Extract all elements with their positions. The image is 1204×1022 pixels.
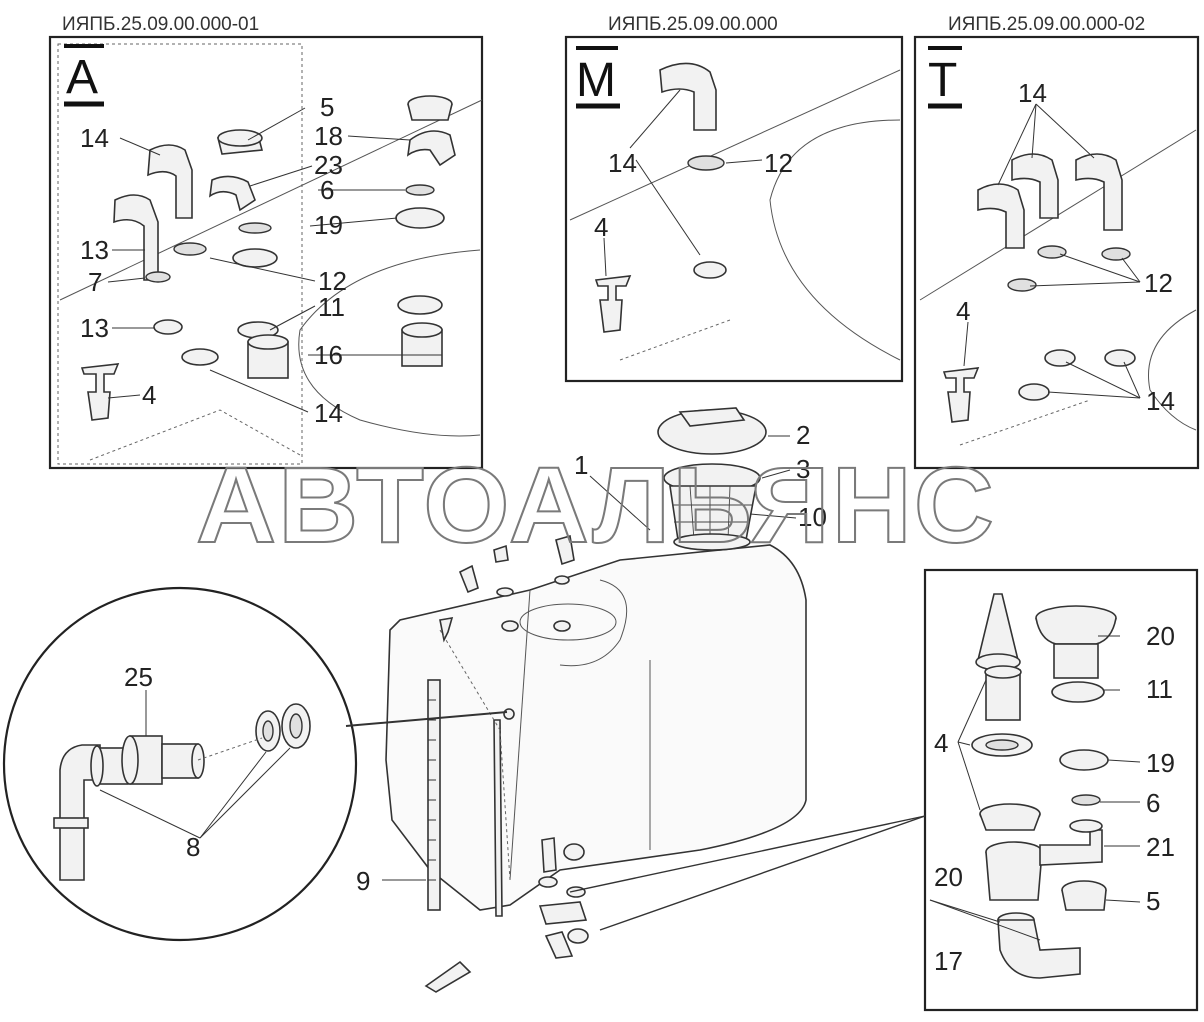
callout-12: 12 — [1144, 268, 1173, 298]
callout-8: 8 — [186, 832, 200, 862]
callout-5: 5 — [320, 92, 334, 122]
callout-12: 12 — [318, 266, 347, 296]
callout-3: 3 — [796, 454, 810, 484]
callout-12: 12 — [764, 148, 793, 178]
drawing-code-t: ИЯПБ.25.09.00.000-02 — [948, 14, 1145, 35]
callout-5: 5 — [1146, 886, 1160, 916]
callout-21: 21 — [1146, 832, 1175, 862]
callout-4: 4 — [934, 728, 948, 758]
watermark-text: АВТОАЛЬЯНС — [196, 444, 996, 565]
detail-panel-drain: 20 11 4 19 6 21 20 5 17 — [569, 568, 1199, 1012]
callout-19: 19 — [314, 210, 343, 240]
circle-detail: 25 8 — [2, 586, 508, 942]
callout-13b: 13 — [80, 313, 109, 343]
callout-6: 6 — [1146, 788, 1160, 818]
callout-1: 1 — [574, 450, 588, 480]
callout-14: 14 — [1018, 78, 1047, 108]
tank-assembly: 1 2 3 10 9 — [356, 407, 827, 993]
callout-11: 11 — [1146, 674, 1173, 704]
view-letter-t: T — [928, 54, 957, 107]
callout-14: 14 — [80, 123, 109, 153]
callout-6: 6 — [320, 175, 334, 205]
detail-panel-a: A — [48, 35, 484, 470]
callout-14b: 14 — [314, 398, 343, 428]
callout-11: 11 — [318, 292, 345, 322]
callout-17: 17 — [934, 946, 963, 976]
drawing-code-a: ИЯПБ.25.09.00.000-01 — [62, 14, 259, 35]
callout-4: 4 — [594, 212, 608, 242]
callout-20b: 20 — [934, 862, 963, 892]
callout-18: 18 — [314, 121, 343, 151]
callout-4: 4 — [956, 296, 970, 326]
callout-16: 16 — [314, 340, 343, 370]
callout-4: 4 — [142, 380, 156, 410]
drawing-code-m: ИЯПБ.25.09.00.000 — [608, 14, 778, 35]
callout-10: 10 — [798, 502, 827, 532]
detail-panel-m: M 14 12 4 — [564, 35, 904, 383]
callout-19: 19 — [1146, 748, 1175, 778]
callout-23: 23 — [314, 150, 343, 180]
view-letter-m: M — [576, 54, 616, 107]
callout-25: 25 — [124, 662, 153, 692]
callout-9: 9 — [356, 866, 370, 896]
view-letter-a: A — [66, 51, 98, 104]
callout-7: 7 — [88, 267, 102, 297]
callout-20: 20 — [1146, 621, 1175, 651]
callout-14: 14 — [608, 148, 637, 178]
detail-panel-t: T 14 12 4 14 — [913, 35, 1200, 470]
callout-13: 13 — [80, 235, 109, 265]
callout-14b: 14 — [1146, 386, 1175, 416]
callout-2: 2 — [796, 420, 810, 450]
